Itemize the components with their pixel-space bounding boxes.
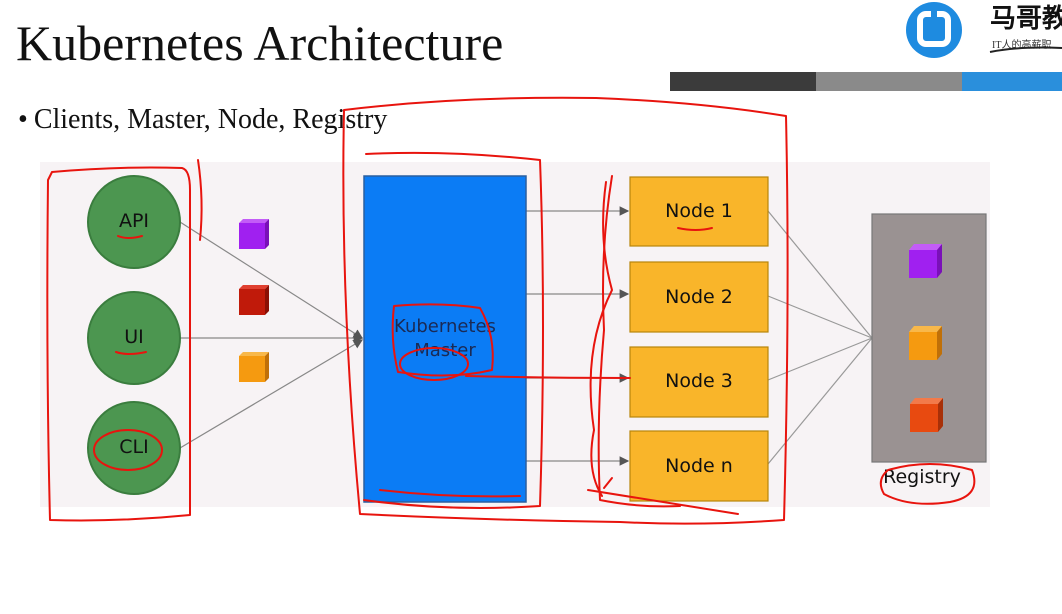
registry-red-cube-icon bbox=[910, 398, 943, 432]
purple-cube-icon bbox=[239, 219, 269, 249]
node3-box bbox=[629, 346, 769, 418]
cli-circle-mark bbox=[93, 429, 163, 471]
bullet-point: •Clients, Master, Node, Registry bbox=[18, 104, 387, 136]
magedu-logo-icon bbox=[906, 2, 962, 58]
ui-underline-mark bbox=[115, 351, 147, 355]
client-ui-label: UI bbox=[124, 326, 144, 348]
node1-underline-mark bbox=[677, 227, 713, 231]
header-bar-blue bbox=[962, 72, 1062, 91]
master-to-node3-mark bbox=[465, 375, 631, 379]
node2-to-registry-line bbox=[767, 295, 873, 339]
client-api-circle bbox=[87, 175, 181, 269]
clients-outline-mark bbox=[46, 166, 191, 522]
master-bottom-mark bbox=[379, 489, 521, 498]
api-to-master-arrow bbox=[179, 221, 364, 339]
node3-to-registry-line bbox=[767, 337, 873, 381]
logo bbox=[898, 0, 1062, 66]
master-inner-outline-mark bbox=[363, 151, 544, 509]
cli-to-master-arrow bbox=[179, 339, 364, 449]
registry-circle-mark bbox=[879, 463, 976, 505]
header-bar-dark bbox=[670, 72, 816, 91]
node1-box bbox=[629, 176, 769, 247]
noden-label: Node n bbox=[665, 455, 733, 477]
api-underline-mark bbox=[117, 235, 143, 239]
cursor-tick-mark bbox=[603, 477, 613, 489]
master-label-circle-mark bbox=[391, 303, 494, 377]
node2-box bbox=[629, 261, 769, 333]
logo-main-text: 马哥教 bbox=[990, 4, 1062, 34]
node2-label: Node 2 bbox=[665, 286, 733, 308]
slide-title: Kubernetes Architecture bbox=[16, 15, 504, 71]
bullet-text: Clients, Master, Node, Registry bbox=[33, 104, 388, 135]
nodes-scribble-mark bbox=[589, 181, 613, 497]
node1-label: Node 1 bbox=[665, 200, 733, 222]
noden-box bbox=[629, 430, 769, 502]
header-bar-gray bbox=[816, 72, 962, 91]
client-api-label: API bbox=[118, 210, 150, 232]
master-box bbox=[363, 175, 527, 503]
nodes-bottom-mark bbox=[587, 489, 739, 515]
logo-sub-text: IT人的高薪职 bbox=[992, 40, 1052, 51]
node1-to-registry-line bbox=[767, 210, 873, 339]
registry-purple-cube-icon bbox=[909, 244, 942, 278]
node3-label: Node 3 bbox=[665, 370, 733, 392]
master-label-line2: Master bbox=[414, 340, 476, 361]
clients-stroke-mark bbox=[197, 159, 203, 241]
master-outer-outline-mark bbox=[342, 96, 789, 525]
registry-orange-cube-icon bbox=[909, 326, 942, 360]
registry-label: Registry bbox=[883, 466, 961, 488]
master-label-ellipse-mark bbox=[399, 347, 469, 381]
nodes-left-outline-mark bbox=[597, 175, 681, 508]
bullet-dot-icon: • bbox=[18, 104, 28, 135]
master-label-line1: Kubernetes bbox=[394, 316, 496, 337]
red-cube-icon bbox=[239, 285, 269, 315]
orange-cube-icon bbox=[239, 352, 269, 382]
client-ui-circle bbox=[87, 291, 181, 385]
client-cli-circle bbox=[87, 401, 181, 495]
client-cli-label: CLI bbox=[119, 436, 149, 458]
